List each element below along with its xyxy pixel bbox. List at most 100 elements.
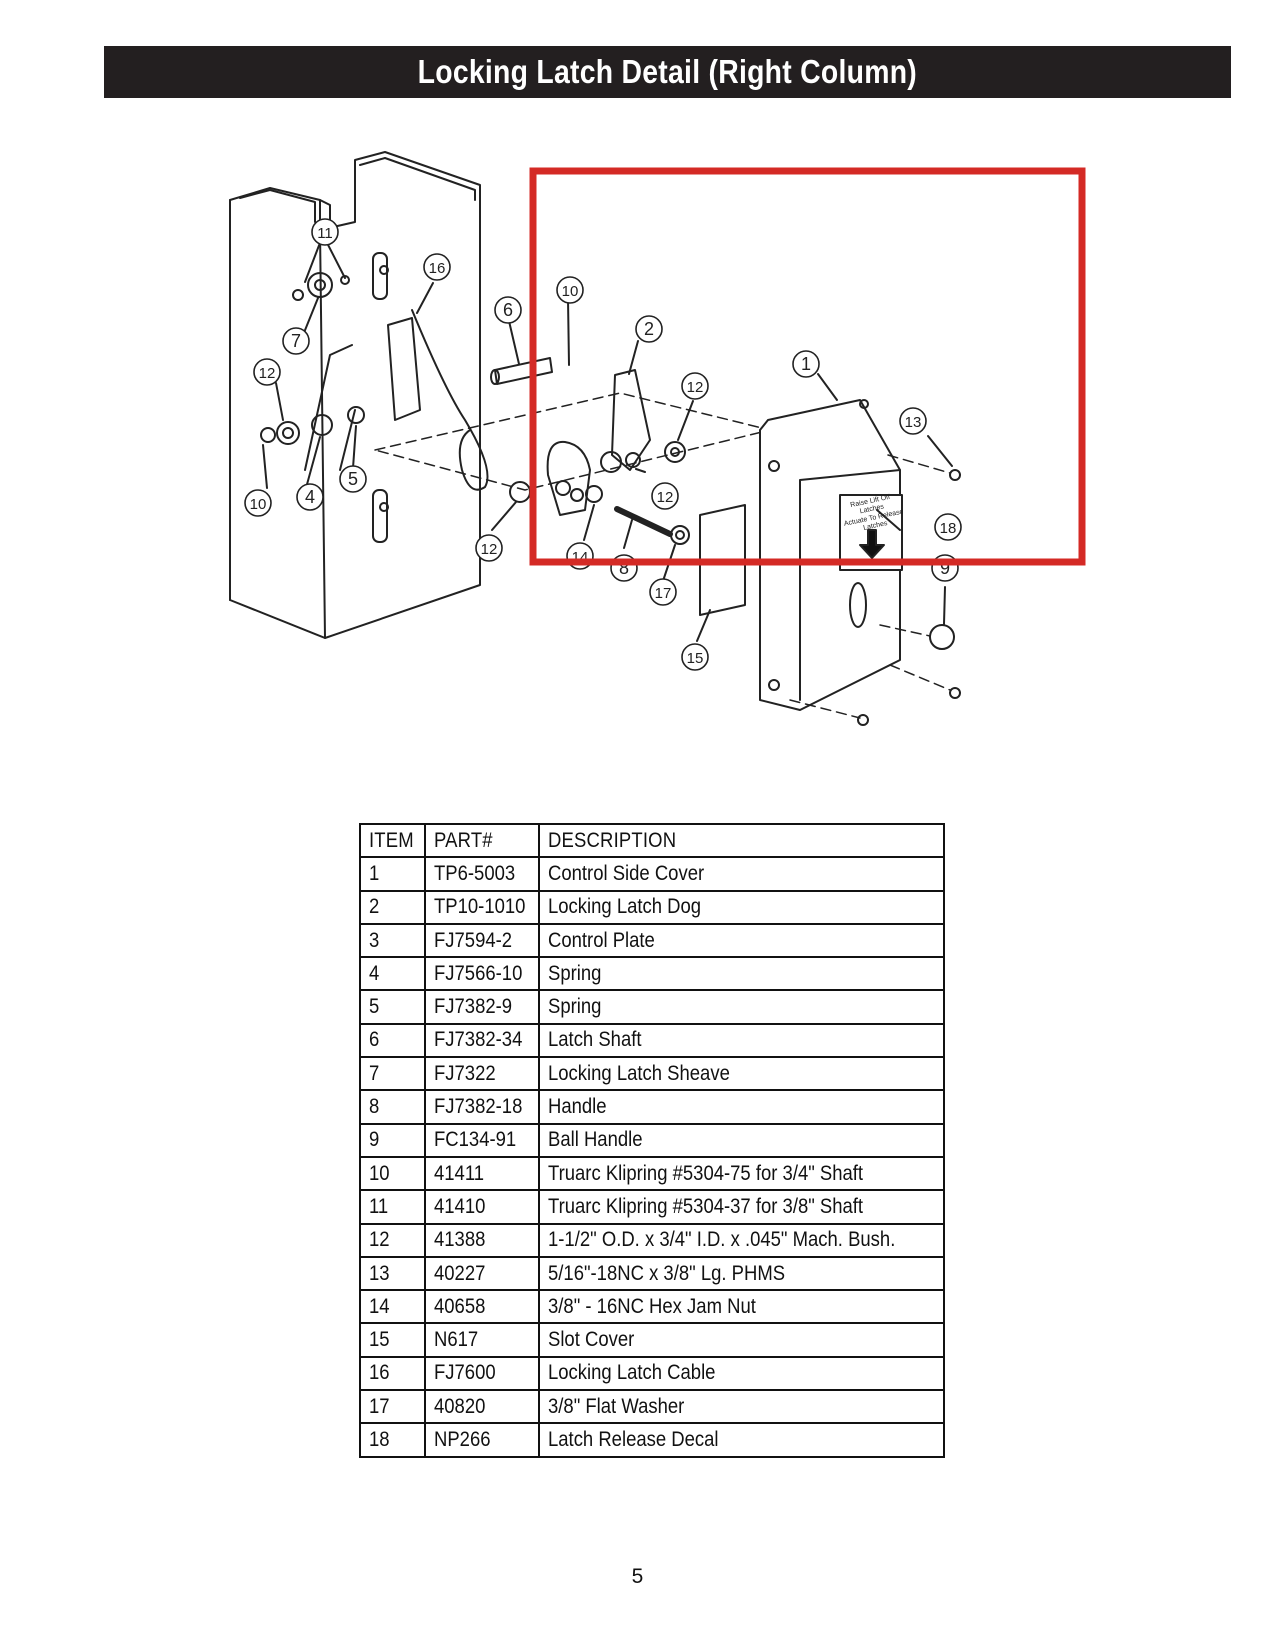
cell-item: 6 bbox=[359, 1022, 426, 1059]
callout-10b-label: 10 bbox=[250, 496, 267, 513]
callout-18-label: 18 bbox=[940, 520, 957, 537]
cell-part: TP10-1010 bbox=[423, 889, 541, 925]
callout-12c-label: 12 bbox=[657, 489, 674, 506]
cable-bracket bbox=[387, 317, 421, 421]
callout-18 bbox=[934, 513, 962, 541]
cell-description: Spring bbox=[538, 989, 945, 1025]
header-description: DESCRIPTION bbox=[538, 822, 945, 859]
cell-description: 5/16"-18NC x 3/8" Lg. PHMS bbox=[538, 1255, 945, 1292]
cell-item: 5 bbox=[359, 989, 426, 1025]
cell-part: FJ7600 bbox=[423, 1355, 541, 1392]
cell-description: Control Side Cover bbox=[538, 856, 945, 892]
arrow-down-icon bbox=[859, 529, 885, 559]
cell-description: Spring bbox=[538, 956, 945, 992]
callout-11-label: 11 bbox=[317, 225, 333, 242]
latch-shaft bbox=[494, 357, 553, 385]
callout-15 bbox=[681, 643, 709, 671]
spring-4 bbox=[311, 414, 333, 436]
cell-item: 7 bbox=[359, 1056, 426, 1092]
control-plate bbox=[546, 440, 591, 516]
header-item: ITEM bbox=[359, 822, 426, 859]
callout-4-label: 4 bbox=[305, 487, 315, 507]
callout-8-label: 8 bbox=[619, 558, 629, 578]
cell-part: 40658 bbox=[423, 1289, 541, 1325]
callout-7 bbox=[282, 327, 310, 355]
callout-15-label: 15 bbox=[687, 650, 704, 667]
cell-part: 41411 bbox=[423, 1155, 541, 1192]
cell-description: 3/8" - 16NC Hex Jam Nut bbox=[538, 1289, 945, 1325]
slot-cover bbox=[699, 504, 746, 616]
cell-description: Control Plate bbox=[538, 922, 945, 959]
cell-item: 17 bbox=[359, 1389, 426, 1425]
cell-item: 16 bbox=[359, 1355, 426, 1392]
table-header-row: ITEM PART# DESCRIPTION bbox=[359, 822, 945, 859]
callout-10a bbox=[556, 276, 584, 304]
cell-item: 11 bbox=[359, 1189, 426, 1225]
callout-2 bbox=[635, 315, 663, 343]
cell-part: TP6-5003 bbox=[423, 856, 541, 892]
cell-item: 1 bbox=[359, 856, 426, 892]
callout-5-label: 5 bbox=[348, 469, 358, 489]
callout-9-label: 9 bbox=[940, 558, 950, 578]
callout-5 bbox=[339, 465, 367, 493]
cell-item: 15 bbox=[359, 1322, 426, 1358]
callout-2-label: 2 bbox=[644, 319, 654, 339]
cell-part: 40227 bbox=[423, 1255, 541, 1292]
callout-12b-label: 12 bbox=[687, 379, 704, 396]
callout-6 bbox=[494, 296, 522, 324]
locking-latch-dog bbox=[611, 369, 651, 471]
column-housing bbox=[229, 151, 481, 639]
cell-part: FJ7382-34 bbox=[423, 1022, 541, 1059]
callout-1-label: 1 bbox=[801, 354, 811, 374]
cell-part: FC134-91 bbox=[423, 1122, 541, 1158]
cell-item: 4 bbox=[359, 956, 426, 992]
cell-part: FJ7566-10 bbox=[423, 956, 541, 992]
cell-description: Latch Release Decal bbox=[538, 1422, 945, 1458]
cell-part: 41410 bbox=[423, 1189, 541, 1225]
callout-12c bbox=[651, 482, 679, 510]
callout-17-label: 17 bbox=[655, 585, 672, 602]
callout-12d-label: 12 bbox=[481, 541, 498, 558]
cell-part: FJ7382-9 bbox=[423, 989, 541, 1025]
cell-description: Locking Latch Cable bbox=[538, 1355, 945, 1392]
cell-description: Locking Latch Sheave bbox=[538, 1056, 945, 1092]
callout-16 bbox=[423, 253, 451, 281]
cell-item: 10 bbox=[359, 1155, 426, 1192]
page-number: 5 bbox=[631, 1565, 644, 1588]
callout-12b bbox=[681, 372, 709, 400]
cell-part: FJ7322 bbox=[423, 1056, 541, 1092]
cell-description: Handle bbox=[538, 1089, 945, 1125]
housing-slot-upper bbox=[372, 252, 388, 300]
cell-description: 3/8" Flat Washer bbox=[538, 1389, 945, 1425]
callout-13-label: 13 bbox=[905, 414, 922, 431]
cell-description: 1-1/2" O.D. x 3/4" I.D. x .045" Mach. Bu… bbox=[538, 1222, 945, 1258]
header-part: PART# bbox=[423, 822, 541, 859]
callout-6-label: 6 bbox=[503, 300, 513, 320]
cell-part: NP266 bbox=[423, 1422, 541, 1458]
cell-item: 12 bbox=[359, 1222, 426, 1258]
cell-part: FJ7594-2 bbox=[423, 922, 541, 959]
cell-part: N617 bbox=[423, 1322, 541, 1358]
handle bbox=[614, 506, 673, 537]
cell-description: Slot Cover bbox=[538, 1322, 945, 1358]
cell-item: 3 bbox=[359, 922, 426, 959]
housing-slot-lower bbox=[372, 489, 388, 543]
cell-item: 18 bbox=[359, 1422, 426, 1458]
